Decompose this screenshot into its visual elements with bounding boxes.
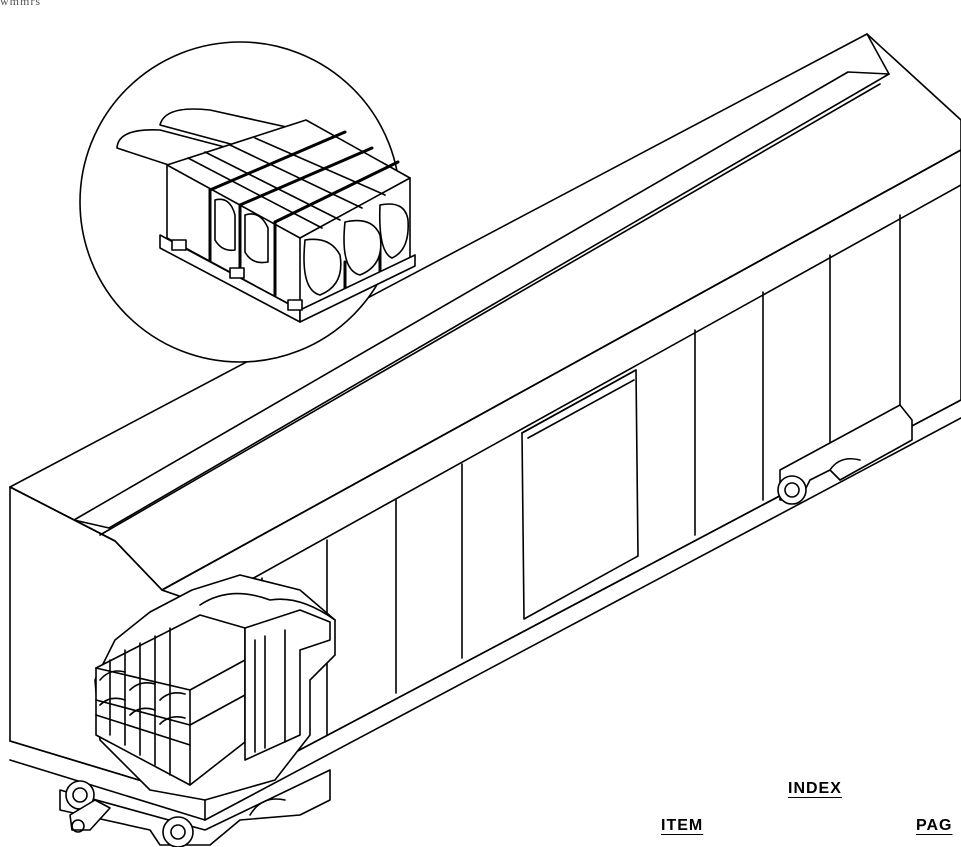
page-top-margin-text: wmmrs	[0, 0, 41, 8]
detail-inset	[80, 42, 415, 362]
item-column-heading: ITEM	[661, 817, 704, 834]
page-column-heading: PAG	[916, 817, 953, 834]
cutaway-load	[95, 575, 335, 800]
front-truck	[60, 770, 330, 847]
index-heading: INDEX	[788, 780, 842, 797]
rear-truck	[778, 405, 912, 504]
boxcar-body	[10, 34, 961, 820]
